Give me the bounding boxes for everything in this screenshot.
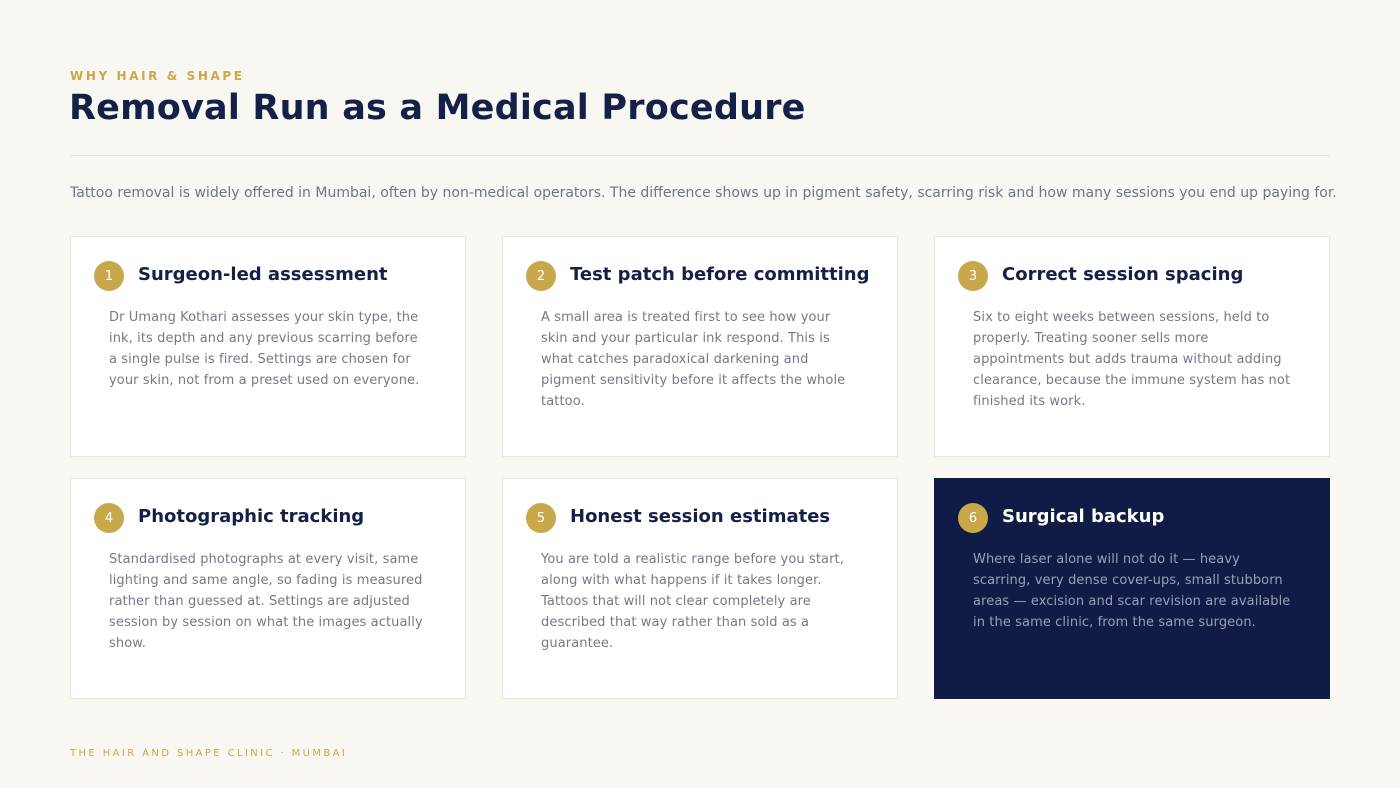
card-title: Correct session spacing xyxy=(1002,264,1244,285)
card-body: Dr Umang Kothari assesses your skin type… xyxy=(109,310,420,388)
card-number-badge: 5 xyxy=(526,503,556,533)
card-number-badge: 2 xyxy=(526,261,556,291)
card-body: Where laser alone will not do it — heavy… xyxy=(973,552,1291,630)
page-title: Removal Run as a Medical Procedure xyxy=(69,88,806,128)
card-title: Surgical backup xyxy=(1002,506,1165,527)
card-number-badge: 4 xyxy=(94,503,124,533)
card-4: 4 Photographic tracking Standardised pho… xyxy=(70,478,466,699)
card-body: Six to eight weeks between sessions, hel… xyxy=(973,310,1291,409)
card-title: Honest session estimates xyxy=(570,506,831,527)
card-body: Standardised photographs at every visit,… xyxy=(109,552,423,651)
card-number-badge: 1 xyxy=(94,261,124,291)
card-2: 2 Test patch before committing A small a… xyxy=(502,236,898,457)
card-number-badge: 6 xyxy=(958,503,988,533)
card-5: 5 Honest session estimates You are told … xyxy=(502,478,898,699)
card-3: 3 Correct session spacing Six to eight w… xyxy=(934,236,1330,457)
header-divider xyxy=(70,155,1330,156)
card-6-highlight: 6 Surgical backup Where laser alone will… xyxy=(934,478,1330,699)
card-title: Test patch before committing xyxy=(570,264,870,285)
card-body: You are told a realistic range before yo… xyxy=(541,552,844,651)
card-body: A small area is treated first to see how… xyxy=(541,310,846,409)
card-title: Surgeon-led assessment xyxy=(138,264,388,285)
card-1: 1 Surgeon-led assessment Dr Umang Kothar… xyxy=(70,236,466,457)
intro-text: Tattoo removal is widely offered in Mumb… xyxy=(70,185,1337,201)
card-title: Photographic tracking xyxy=(138,506,365,527)
footer-label: THE HAIR AND SHAPE CLINIC · MUMBAI xyxy=(70,748,348,759)
card-number-badge: 3 xyxy=(958,261,988,291)
eyebrow-label: WHY HAIR & SHAPE xyxy=(70,69,245,83)
